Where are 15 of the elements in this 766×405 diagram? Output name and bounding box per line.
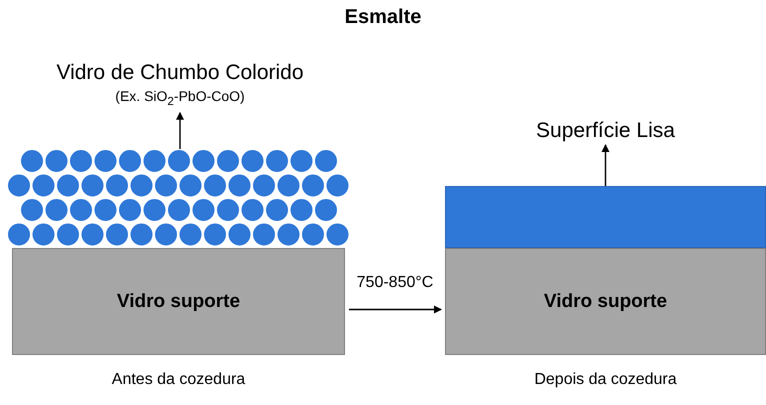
- substrate-layer: [12, 248, 345, 355]
- stage-label: Depois da cozedura: [534, 371, 677, 388]
- edge-label: 750-850°C: [356, 274, 434, 290]
- stage-label: Antes da cozedura: [112, 371, 246, 388]
- diagram-title: Esmalte: [344, 6, 422, 29]
- glaze-layer: [445, 186, 766, 248]
- material-label: Vidro de Chumbo Colorido: [56, 60, 304, 86]
- substrate-layer: [445, 248, 766, 355]
- arrow: [176, 112, 184, 149]
- composition-label: (Ex. SiO$_{2}$-PbO-CoO): [115, 87, 245, 110]
- surface-label: Superfície Lisa: [536, 118, 675, 144]
- arrow: [602, 144, 610, 186]
- layer-label: Vidro suporte: [116, 290, 240, 312]
- arrow: [349, 306, 442, 314]
- layer-label: Vidro suporte: [544, 290, 668, 312]
